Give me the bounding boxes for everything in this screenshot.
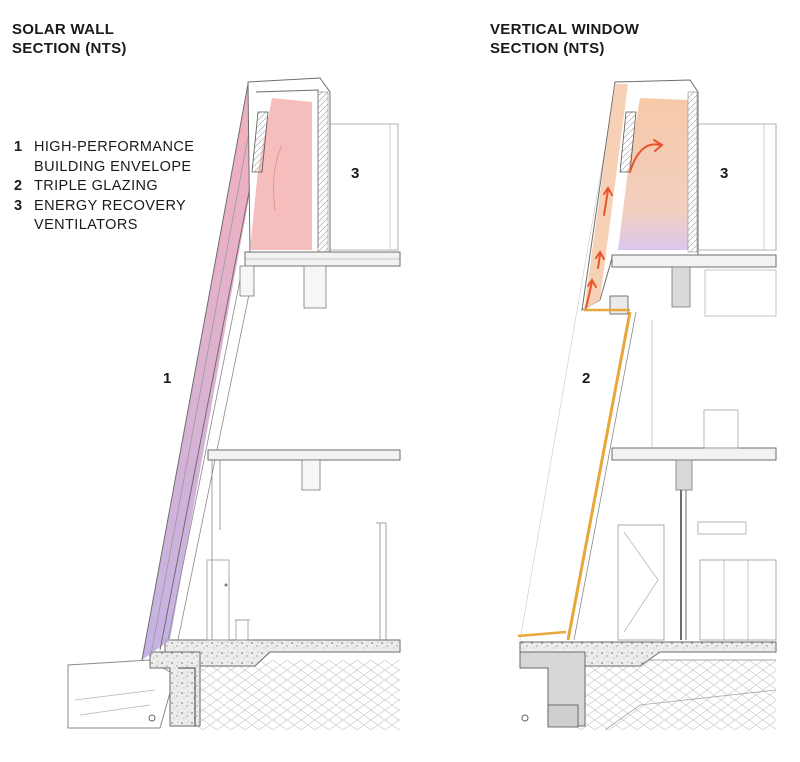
solar-wall-section-title: SOLAR WALL SECTION (NTS) xyxy=(12,21,127,57)
second-floor-slab xyxy=(611,447,777,461)
airflow-arrow-icon xyxy=(597,254,601,269)
airflow-arrows xyxy=(585,139,664,309)
rooftop-equipment xyxy=(698,123,777,251)
legend: 1 HIGH-PERFORMANCE BUILDING ENVELOPE 2 T… xyxy=(14,138,194,236)
legend-number: 3 xyxy=(14,197,23,214)
arrow-head-icon xyxy=(587,278,597,288)
airflow-arrow-icon xyxy=(603,189,609,216)
roof-beam xyxy=(303,265,327,309)
drain-icon xyxy=(521,714,529,722)
legend-label: ENERGY RECOVERY VENTILATORS xyxy=(34,197,187,234)
foundation-wall xyxy=(149,651,201,727)
callout-erv-solar-wall: 3 xyxy=(351,165,360,182)
arrow-head-icon xyxy=(603,186,613,196)
fixture-box xyxy=(235,619,249,641)
counter-shelf xyxy=(697,521,747,535)
legend-label: TRIPLE GLAZING xyxy=(34,178,159,194)
vertical-window-section-title: VERTICAL WINDOW SECTION (NTS) xyxy=(490,21,640,57)
arrow-head-icon xyxy=(595,250,605,260)
callout-erv-window: 3 xyxy=(720,165,729,182)
legend-number: 1 xyxy=(14,139,23,155)
legend-item-glazing: 2 TRIPLE GLAZING xyxy=(14,177,194,197)
glazing-frame-line xyxy=(573,311,637,641)
rooftop-equipment xyxy=(330,123,399,251)
legend-item-erv: 3 ENERGY RECOVERY VENTILATORS xyxy=(14,197,194,236)
second-floor-slab xyxy=(207,449,401,461)
solar-wall-outer-face xyxy=(141,83,249,661)
ground-lines xyxy=(74,689,156,716)
footing-outline xyxy=(178,667,196,726)
erv-duct-line xyxy=(273,144,283,211)
drain-icon xyxy=(148,714,156,722)
glazing-sill xyxy=(517,630,567,638)
airflow-arrow-icon xyxy=(629,143,661,173)
footing xyxy=(547,704,579,728)
arrow-head-icon xyxy=(653,139,664,152)
cabinetry xyxy=(699,559,777,641)
door-handle-icon xyxy=(224,583,228,587)
solar-wall-backup xyxy=(167,269,243,641)
erv-louver xyxy=(251,111,269,173)
solar-wall-layer xyxy=(149,83,259,661)
interior-door xyxy=(206,559,230,641)
ceiling-plenum xyxy=(704,269,777,317)
callout-envelope: 1 xyxy=(163,370,172,387)
ground-fill xyxy=(195,660,400,730)
second-floor-beam xyxy=(301,459,321,491)
penthouse-insulation xyxy=(687,91,698,253)
window-head-block xyxy=(609,295,629,315)
erv-unit-window xyxy=(618,98,688,250)
legend-item-envelope: 1 HIGH-PERFORMANCE BUILDING ENVELOPE xyxy=(14,138,194,177)
second-floor-beam xyxy=(675,459,693,491)
legend-label: HIGH-PERFORMANCE BUILDING ENVELOPE xyxy=(34,139,195,175)
callout-glazing: 2 xyxy=(582,370,591,387)
roof-beam-left xyxy=(239,265,255,297)
solar-wall-section xyxy=(67,77,401,730)
penthouse-insulation xyxy=(317,91,329,253)
legend-number: 2 xyxy=(14,178,23,194)
ground-slope-line xyxy=(604,689,777,731)
wall-plane-guide xyxy=(519,119,611,641)
roof-slab xyxy=(611,254,777,268)
vertical-window-section xyxy=(517,79,777,731)
upper-cabinet xyxy=(703,409,739,449)
interior-door xyxy=(617,524,665,641)
ground-fill xyxy=(570,660,776,730)
airflow-arrow-icon xyxy=(585,281,593,309)
door-swing xyxy=(623,531,659,633)
roof-beam xyxy=(671,266,691,308)
solar-wall-gradient xyxy=(142,84,270,660)
interior-column xyxy=(376,522,387,640)
triple-glazing xyxy=(566,311,632,641)
